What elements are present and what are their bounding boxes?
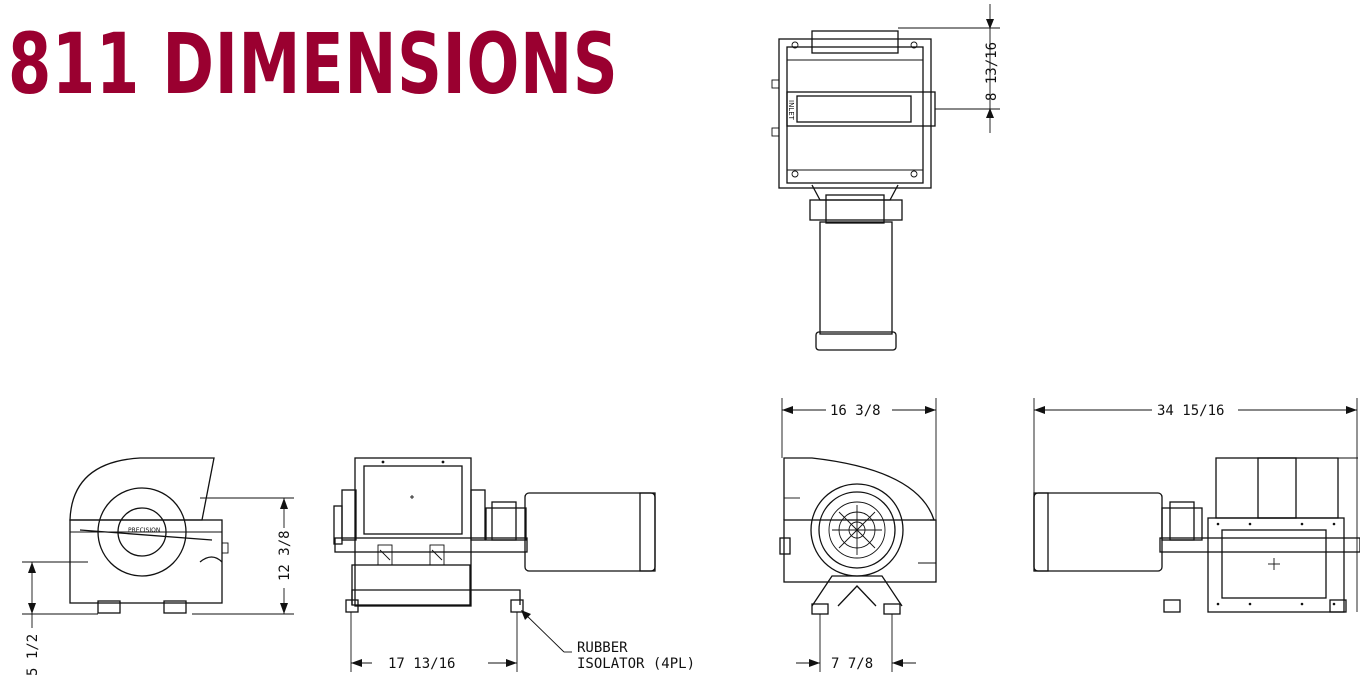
dim-front-base-spacing: 17 13/16	[388, 656, 455, 672]
front-view: 17 13/16 RUBBER ISOLATOR (4PL)	[333, 457, 695, 672]
rubber-isolator-label-1: RUBBER	[577, 640, 628, 656]
dim-top-depth: 8 13/16	[984, 42, 1000, 101]
dim-rear-base-spacing: 7 7/8	[831, 656, 873, 672]
dim-rear-width: 16 3/8	[830, 403, 881, 419]
top-view: INLET 8 13/16	[771, 4, 1000, 351]
opposite-side-view: 34 15/16	[1033, 398, 1360, 613]
inlet-label: INLET	[787, 100, 795, 121]
dim-overall-length: 34 15/16	[1157, 403, 1224, 419]
rubber-isolator-label-2: ISOLATOR (4PL)	[577, 656, 695, 672]
rear-view: 16 3/8 7 7/8	[779, 398, 937, 672]
page-title: 811 DIMENSIONS	[8, 15, 619, 113]
dim-side-height-outlet: 5 1/2	[25, 634, 41, 676]
side-view: PRECISION 12 3/8 5 1/2	[22, 457, 294, 676]
svg-text:PRECISION: PRECISION	[128, 527, 160, 534]
dim-side-height-total: 12 3/8	[277, 530, 293, 581]
